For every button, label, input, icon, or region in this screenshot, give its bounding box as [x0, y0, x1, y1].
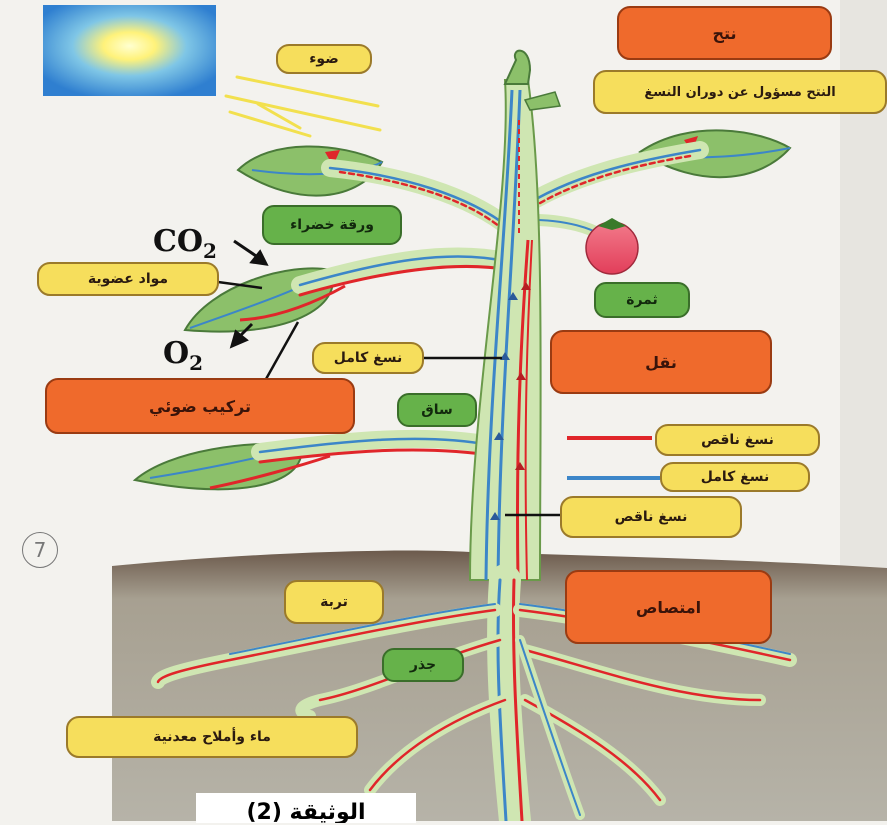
label-transpiration: نتح [617, 6, 832, 60]
label-raw-sap-stem: نسغ كامل [312, 342, 424, 374]
legend-label-raw-sap: نسغ كامل [660, 462, 810, 492]
label-green-leaf: ورقة خضراء [262, 205, 402, 245]
label-transport: نقل [550, 330, 772, 394]
legend-label-elaborated-sap: نسغ ناقص [655, 424, 820, 456]
label-soil: تربة [284, 580, 384, 624]
label-stem: ساق [397, 393, 477, 427]
sun-icon [43, 5, 216, 96]
label-elaborated-sap-stem: نسغ ناقص [560, 496, 742, 538]
co2-formula: CO2 [153, 224, 217, 263]
label-organic-matter: مواد عضوية [37, 262, 219, 296]
label-photosynthesis: تركيب ضوئي [45, 378, 355, 434]
document-caption: الوثيقة (2) [196, 793, 416, 823]
label-root: جذر [382, 648, 464, 682]
label-fruit: ثمرة [594, 282, 690, 318]
page-mark: 7 [22, 532, 58, 568]
label-water-minerals: ماء وأملاح معدنية [66, 716, 358, 758]
label-transpiration-note: النتح مسؤول عن دوران النسغ [593, 70, 887, 114]
label-light: ضوء [276, 44, 372, 74]
o2-formula: O2 [163, 336, 203, 375]
label-absorption: امتصاص [565, 570, 772, 644]
